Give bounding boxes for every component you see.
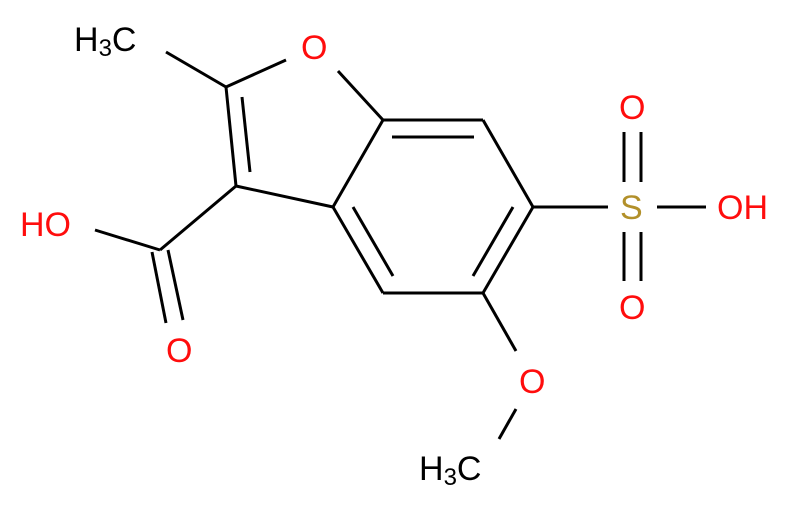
bond-omethoxy-ch3: [497, 408, 518, 440]
bond-c2-o1: [225, 58, 287, 89]
bond-c6-c5-inner: [471, 206, 515, 277]
bond-c5-omethoxy: [481, 292, 518, 352]
bond-methyl-c2: [165, 50, 227, 89]
ring-oxygen-label: O: [301, 29, 327, 67]
bonds: [94, 50, 706, 440]
bond-c7-c6: [481, 119, 535, 208]
bond-o1-c7a: [336, 69, 385, 122]
methoxy-oxygen-label: O: [519, 363, 545, 401]
sulfonyl-oxygen-top-label: O: [619, 89, 645, 127]
bond-c3-c3a: [235, 184, 334, 209]
sulfur-label: S: [620, 189, 643, 227]
bond-c6-c5: [481, 206, 535, 294]
bond-c2-c3: [224, 86, 238, 187]
methyl-top-label: H3C: [74, 21, 136, 62]
carbonyl-oxygen-label: O: [166, 332, 192, 370]
atom-labels: H3C O HO O O S OH O O H3C: [20, 21, 768, 491]
bond-carboxyl-o: [150, 251, 168, 324]
bond-c3-carboxyl: [159, 184, 237, 252]
bond-c2-c3-inner: [240, 96, 252, 173]
sulfonyl-oxygen-bottom-label: O: [619, 289, 645, 327]
bond-c3a-c7a: [331, 119, 385, 208]
hydroxyl-acid-label: HO: [20, 206, 71, 244]
sulfonic-oh-label: OH: [717, 189, 768, 227]
bond-c4-c3a: [331, 206, 385, 294]
bond-carboxyl-o-2: [166, 249, 185, 321]
bond-carboxyl-oh: [94, 228, 161, 252]
methyl-bottom-label: H3C: [419, 450, 481, 491]
bond-c4-c3a-inner: [351, 206, 395, 277]
